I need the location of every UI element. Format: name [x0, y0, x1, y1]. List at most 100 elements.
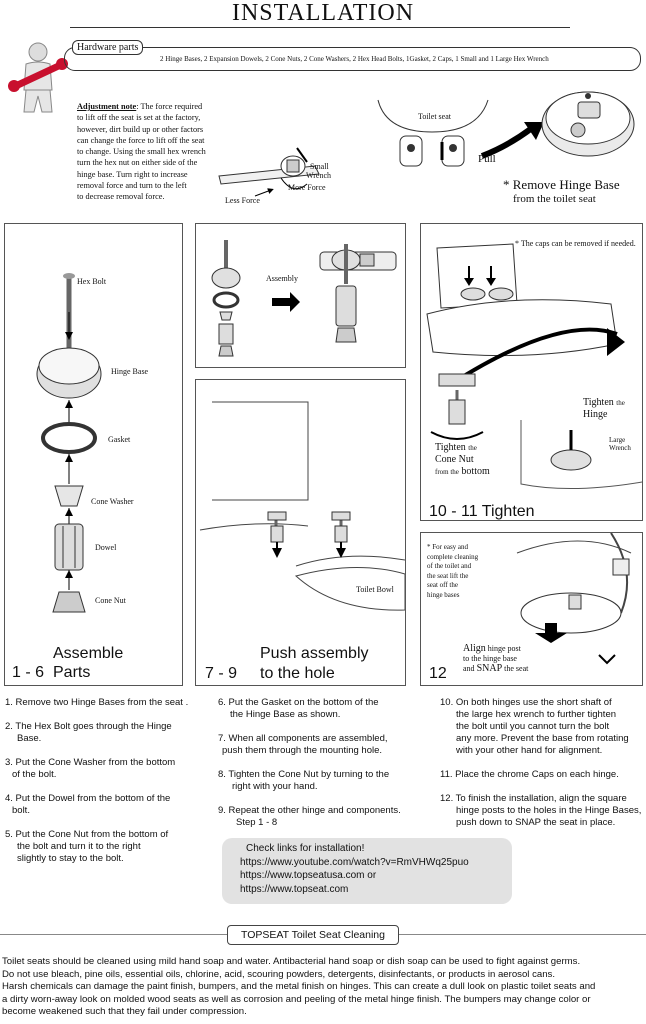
tighten-illustration	[426, 243, 642, 490]
link-topseat[interactable]: https://www.topseat.com	[240, 883, 349, 895]
push-caption-num: 7 - 9	[205, 665, 238, 682]
align-5: SNAP	[476, 663, 503, 674]
note-line-2: of the toilet and	[427, 562, 472, 570]
steps-column-3: 10. On both hinges use the short shaft o…	[440, 697, 644, 829]
easy-cleaning-note: * For easy and complete cleaning of the …	[427, 543, 478, 600]
cone-washer-label: Cone Washer	[91, 497, 134, 506]
assemble-caption-top: Assemble	[53, 645, 124, 662]
toilet-seat-label: Toilet seat	[418, 112, 451, 121]
step-3a: 3. Put the Cone Washer from the bottom	[5, 757, 176, 768]
hinge-base-icon	[541, 91, 635, 157]
tighten-hinge-2: the	[616, 399, 625, 407]
link-youtube[interactable]: https://www.youtube.com/watch?v=RmVHWq25…	[240, 856, 469, 868]
note-line-1: complete cleaning	[427, 552, 479, 561]
step-12b: hinge posts to the holes in the Hinge Ba…	[456, 805, 642, 816]
cleaning-title: TOPSEAT Toilet Seat Cleaning	[227, 925, 399, 945]
align-4: and	[463, 664, 475, 673]
tighten-hinge-label: Tighten the Hinge	[583, 397, 625, 421]
mascot-wrench-icon	[8, 42, 68, 113]
tighten-hinge-1: Tighten	[583, 397, 614, 408]
step-6b: the Hinge Base as shown.	[230, 709, 341, 720]
step-8a: 8. Tighten the Cone Nut by turning to th…	[218, 769, 390, 780]
panel-tighten: * The caps can be removed if needed. Tig…	[420, 223, 643, 521]
adjustment-heading: Adjustment note	[77, 102, 137, 111]
dowel-label: Dowel	[95, 543, 117, 552]
note-line-0: * For easy and	[427, 543, 469, 551]
panel-assemble-parts: Hex Bolt Hinge Base Gasket Cone Washer D…	[4, 223, 183, 686]
step-7b: push them through the mounting hole.	[222, 745, 383, 756]
step-4b: bolt.	[12, 805, 30, 816]
adjustment-line-5: turn the hex nut on either side of the	[77, 158, 198, 168]
steps-column-2: 6. Put the Gasket on the bottom of the t…	[218, 697, 430, 829]
tighten-nut-3: Cone Nut	[435, 454, 474, 465]
toilet-icon	[199, 401, 405, 611]
step-5a: 5. Put the Cone Nut from the bottom of	[5, 829, 169, 840]
step-1: 1. Remove two Hinge Bases from the seat …	[5, 697, 189, 708]
cleaning-line-4: become weakened such that they fail unde…	[2, 1006, 247, 1018]
assemble-caption-num: 1 - 6	[12, 664, 45, 681]
step-3b: of the bolt.	[12, 769, 57, 780]
step-11: 11. Place the chrome Caps on each hinge.	[440, 769, 619, 780]
step-7a: 7. When all components are assembled,	[218, 733, 388, 744]
toilet-bowl-label: Toilet Bowl	[356, 585, 394, 594]
align-note: Align hinge post to the hinge base and S…	[463, 644, 528, 674]
align-6: the seat	[504, 664, 529, 673]
push-caption-l2: to the hole	[260, 665, 335, 682]
pull-arrow-icon	[480, 122, 544, 159]
tighten-caption: 10 - 11 Tighten	[429, 503, 535, 520]
cleaning-line-0: Toilet seats should be cleaned using mil…	[2, 956, 581, 967]
tighten-hinge-3: Hinge	[583, 409, 608, 420]
panel-snap-seat: * For easy and complete cleaning of the …	[420, 532, 643, 686]
note-line-4: seat off the	[427, 581, 458, 589]
more-force-label: More Force	[288, 183, 326, 192]
link-topseatusa[interactable]: https://www.topseatusa.com or	[240, 870, 377, 881]
step-10a: 10. On both hinges use the short shaft o…	[440, 697, 612, 708]
adjustment-line-6: hinge base. Turn right to increase	[77, 169, 188, 179]
step-6a: 6. Put the Gasket on the bottom of the	[218, 697, 379, 708]
large-wrench-label: Large Wrench	[609, 436, 631, 452]
step-10b: the large hex wrench to further tighten	[456, 709, 617, 720]
step-4a: 4. Put the Dowel from the bottom of the	[5, 793, 171, 804]
page-title: INSTALLATION	[231, 0, 415, 26]
large-wrench-1: Large	[609, 436, 626, 444]
adjustment-line-2: however, dirt build up or other factors	[77, 124, 204, 134]
step-10e: with your other hand for alignment.	[456, 745, 603, 756]
cleaning-line-2: Harsh chemicals can damage the paint fin…	[2, 981, 596, 993]
links-heading: Check links for installation!	[246, 843, 365, 854]
hinge-base-label: Hinge Base	[111, 367, 149, 376]
step-10d: any more. Prevent the base from rotating	[456, 733, 629, 744]
snap-caption: 12	[429, 665, 447, 682]
step-9a: 9. Repeat the other hinge and components…	[218, 805, 401, 816]
adjustment-note: Adjustment note: The force required to l…	[77, 101, 237, 203]
note-line-5: hinge bases	[427, 590, 460, 599]
panel-push-assembly: Toilet Bowl Push assembly 7 - 9 to the h…	[195, 379, 406, 686]
adjustment-line-0: : The force required	[136, 102, 203, 111]
steps-column-1: 1. Remove two Hinge Bases from the seat …	[5, 697, 205, 865]
small-wrench-label-1: Small	[310, 162, 329, 171]
pull-label: Pull	[478, 153, 496, 165]
hex-bolt-label: Hex Bolt	[77, 277, 107, 286]
step-5b: the bolt and turn it to the right	[17, 841, 141, 852]
step-5c: slightly to stay to the bolt.	[17, 853, 124, 864]
assemble-caption-word: Parts	[53, 664, 91, 681]
tighten-nut-1: Tighten	[435, 442, 466, 453]
align-1: Align	[463, 643, 486, 654]
toilet-seat-illustration	[377, 99, 489, 167]
cleaning-text: Toilet seats should be cleaned using mil…	[2, 956, 646, 1019]
step-2b: Base.	[17, 733, 42, 744]
cleaning-line-3: a dirty worn-away look on molded wood se…	[2, 993, 591, 1005]
tighten-nut-4: from the	[435, 468, 459, 476]
hardware-label: Hardware parts	[72, 40, 144, 55]
adjustment-line-3: can change the force to lift off the sea…	[77, 135, 205, 145]
large-wrench-2: Wrench	[609, 444, 631, 452]
cone-nut-label: Cone Nut	[95, 596, 126, 605]
step-10c: the bolt until you cannot turn the bolt	[456, 721, 610, 732]
small-wrench-label-2: Wrench	[306, 171, 331, 180]
title-rule	[70, 27, 570, 28]
align-2: hinge post	[487, 644, 521, 653]
adjustment-line-1: to lift off the seat is set at the facto…	[77, 113, 201, 123]
exploded-parts-illustration	[36, 273, 102, 613]
caps-note: * The caps can be removed if needed.	[515, 239, 636, 248]
step-12a: 12. To finish the installation, align th…	[440, 793, 627, 804]
tighten-nut-5: bottom	[461, 466, 490, 477]
